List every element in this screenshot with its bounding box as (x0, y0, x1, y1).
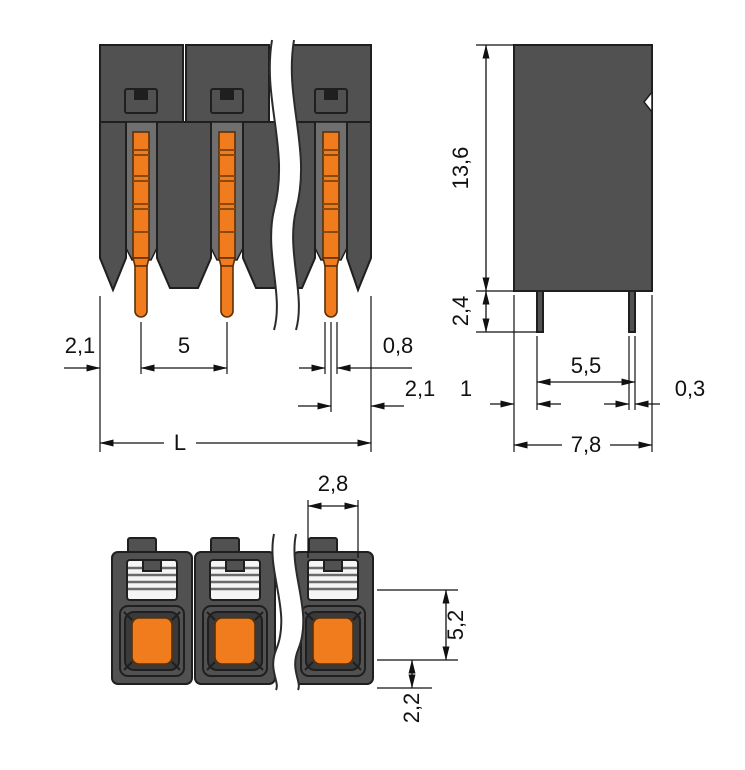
dim-label-pin-thickness: 0,3 (675, 376, 706, 401)
dim-label-pin-span: 5,5 (571, 353, 602, 378)
terminal-block (194, 537, 276, 685)
conductor-opening (214, 617, 256, 665)
dim-label-pin-protrusion: 2,4 (448, 296, 473, 327)
pusher-notch (142, 559, 162, 572)
housing-segment (99, 44, 184, 123)
pin-side (536, 290, 544, 333)
conductor-opening (312, 617, 354, 665)
side-view: 13,6 2,4 1 5,5 0,3 7,8 (448, 44, 706, 457)
break-line-edge (268, 39, 281, 331)
housing-wall (346, 121, 372, 293)
top-view: 2,8 5,2 2,2 (111, 471, 468, 724)
pusher-notch (323, 559, 343, 572)
housing-side (513, 44, 653, 292)
dim-label-pin-width: 0,8 (383, 333, 414, 358)
break-line-edge (290, 39, 303, 331)
dim-label-left-offset: 2,1 (65, 333, 96, 358)
solder-pin (131, 131, 151, 318)
terminal-block (111, 537, 193, 685)
break-line (272, 534, 304, 690)
housing-segment (290, 44, 372, 123)
front-view: 2,1 5 0,8 2,1 L (64, 39, 436, 455)
break-line (269, 40, 302, 330)
pusher-notch (225, 559, 245, 572)
break-line-edge (293, 533, 305, 691)
conductor-opening (131, 617, 173, 665)
dim-label-overall-depth: 7,8 (571, 432, 602, 457)
dim-label-housing-height: 13,6 (448, 147, 473, 190)
terminal-block (292, 537, 374, 685)
break-line-edge (271, 533, 283, 691)
pin-side (628, 290, 636, 333)
latch-detail (124, 88, 348, 114)
solder-pin (217, 131, 237, 318)
dim-label-right-offset: 2,1 (405, 376, 436, 401)
housing-segment (185, 44, 270, 123)
dim-label-pin-pitch: 5 (178, 333, 190, 358)
dim-label-overall-length: L (174, 430, 186, 455)
solder-pin (321, 131, 341, 318)
dim-label-clamp-unit-depth: 5,2 (443, 610, 468, 641)
dim-label-opening-width: 2,8 (318, 471, 349, 496)
dim-label-edge-to-pin: 1 (460, 376, 472, 401)
housing-wall (156, 121, 212, 289)
dim-label-opening-to-edge: 2,2 (399, 693, 424, 724)
housing-notch (643, 89, 653, 115)
housing-wall (99, 121, 127, 293)
